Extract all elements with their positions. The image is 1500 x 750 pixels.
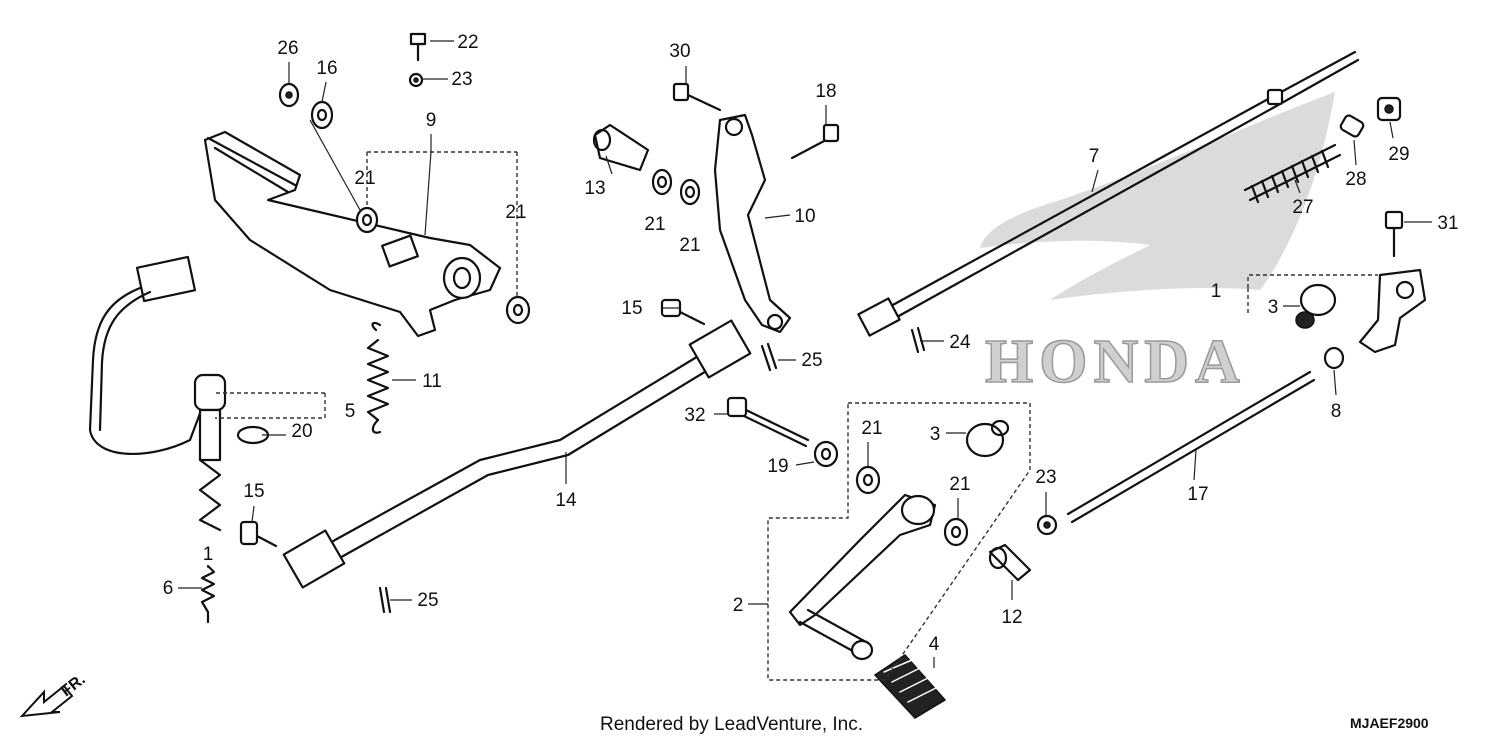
shift-lever-2[interactable]: [788, 493, 937, 661]
callout-c5: 5: [345, 401, 356, 422]
cotter-pin-25a[interactable]: [760, 342, 778, 372]
washer-21e[interactable]: [855, 465, 881, 495]
bolt-32[interactable]: [726, 396, 810, 448]
ball-joint-3b[interactable]: [965, 419, 1010, 458]
callout-c21b: 21: [505, 202, 526, 223]
callout-c23a: 23: [451, 69, 472, 90]
honda-watermark-text: HONDA: [985, 328, 1246, 396]
honda-wing-watermark: HONDA: [980, 92, 1335, 397]
callout-c12: 12: [1001, 607, 1022, 628]
nut-29[interactable]: [1376, 96, 1402, 122]
callout-c31: 31: [1437, 213, 1458, 234]
clip-24[interactable]: [910, 326, 926, 354]
callout-c8: 8: [1331, 401, 1342, 422]
tie-rod-17[interactable]: [1066, 370, 1316, 524]
cotter-pin-25b[interactable]: [378, 586, 392, 614]
front-arrow-icon: [19, 684, 74, 718]
ball-joint-3a[interactable]: [1295, 283, 1337, 329]
callout-c10: 10: [794, 206, 815, 227]
callout-c26: 26: [277, 38, 298, 59]
brake-pedal[interactable]: [203, 130, 502, 338]
diagram-code: MJAEF2900: [1350, 715, 1429, 731]
washer-21b[interactable]: [505, 295, 531, 325]
bolt-18[interactable]: [790, 123, 840, 160]
callout-c3a: 3: [1268, 297, 1279, 318]
footer-credit: Rendered by LeadVenture, Inc.: [600, 714, 863, 735]
washer-8[interactable]: [1323, 346, 1345, 370]
callout-c6: 6: [163, 578, 174, 599]
nut-23b[interactable]: [1036, 514, 1058, 536]
callout-c13: 13: [584, 178, 605, 199]
assembly-brackets: [215, 151, 1378, 681]
callout-c15a: 15: [621, 298, 642, 319]
nut-23a[interactable]: [408, 72, 424, 88]
callout-c1a: 1: [1211, 281, 1222, 302]
callout-c23b: 23: [1035, 467, 1056, 488]
brake-switch-cable[interactable]: [88, 255, 227, 532]
shift-arm-10[interactable]: [713, 113, 792, 334]
callout-c17: 17: [1187, 484, 1208, 505]
spring-6[interactable]: [200, 564, 216, 624]
peg-rubber-4[interactable]: [873, 654, 947, 719]
callout-c30: 30: [669, 41, 690, 62]
bolt-22[interactable]: [409, 32, 427, 62]
washer-16[interactable]: [310, 100, 334, 130]
callout-c25b: 25: [417, 590, 438, 611]
leader-lines: [178, 40, 1432, 668]
callout-c21f: 21: [949, 474, 970, 495]
shift-rod-7[interactable]: [857, 50, 1360, 337]
washer-21f[interactable]: [943, 517, 969, 547]
collar-28[interactable]: [1339, 114, 1365, 138]
collar-12[interactable]: [988, 543, 1032, 582]
bolt-15b[interactable]: [239, 520, 278, 548]
callout-c1b: 1: [203, 544, 214, 565]
callout-c18: 18: [815, 81, 836, 102]
washer-21d[interactable]: [679, 178, 701, 206]
callout-c20: 20: [291, 421, 312, 442]
callout-c21e: 21: [861, 418, 882, 439]
washer-19[interactable]: [813, 440, 839, 468]
callout-c7: 7: [1089, 146, 1100, 167]
bolt-15a[interactable]: [660, 298, 706, 326]
bolt-30[interactable]: [672, 82, 722, 112]
clip-26[interactable]: [278, 82, 300, 108]
callout-c25a: 25: [801, 350, 822, 371]
callout-c16: 16: [316, 58, 337, 79]
callout-c24: 24: [949, 332, 971, 353]
callout-c14: 14: [555, 490, 577, 511]
brake-rod-14[interactable]: [282, 319, 752, 589]
callout-c2: 2: [733, 595, 744, 616]
callout-c22: 22: [457, 32, 478, 53]
callout-c27: 27: [1292, 197, 1313, 218]
rod-end-joint-1a[interactable]: [1358, 268, 1427, 354]
callout-c3b: 3: [930, 424, 941, 445]
callout-c29: 29: [1388, 144, 1409, 165]
return-spring-11[interactable]: [366, 321, 390, 434]
pivot-collar-13[interactable]: [592, 123, 650, 172]
callout-c9: 9: [426, 110, 437, 131]
callout-c19: 19: [767, 456, 788, 477]
front-direction-indicator: FR.: [19, 671, 89, 718]
callout-c4: 4: [929, 634, 940, 655]
callout-c21d: 21: [679, 235, 700, 256]
callout-c28: 28: [1345, 169, 1366, 190]
callout-c11: 11: [422, 371, 442, 392]
washer-21c[interactable]: [651, 168, 673, 196]
bolt-31[interactable]: [1384, 210, 1404, 258]
callout-c15b: 15: [243, 481, 264, 502]
callout-c21c: 21: [644, 214, 665, 235]
callout-c32: 32: [684, 405, 705, 426]
callout-c21a: 21: [354, 168, 375, 189]
washer-21a[interactable]: [355, 206, 379, 234]
spring-27[interactable]: [1243, 143, 1342, 204]
